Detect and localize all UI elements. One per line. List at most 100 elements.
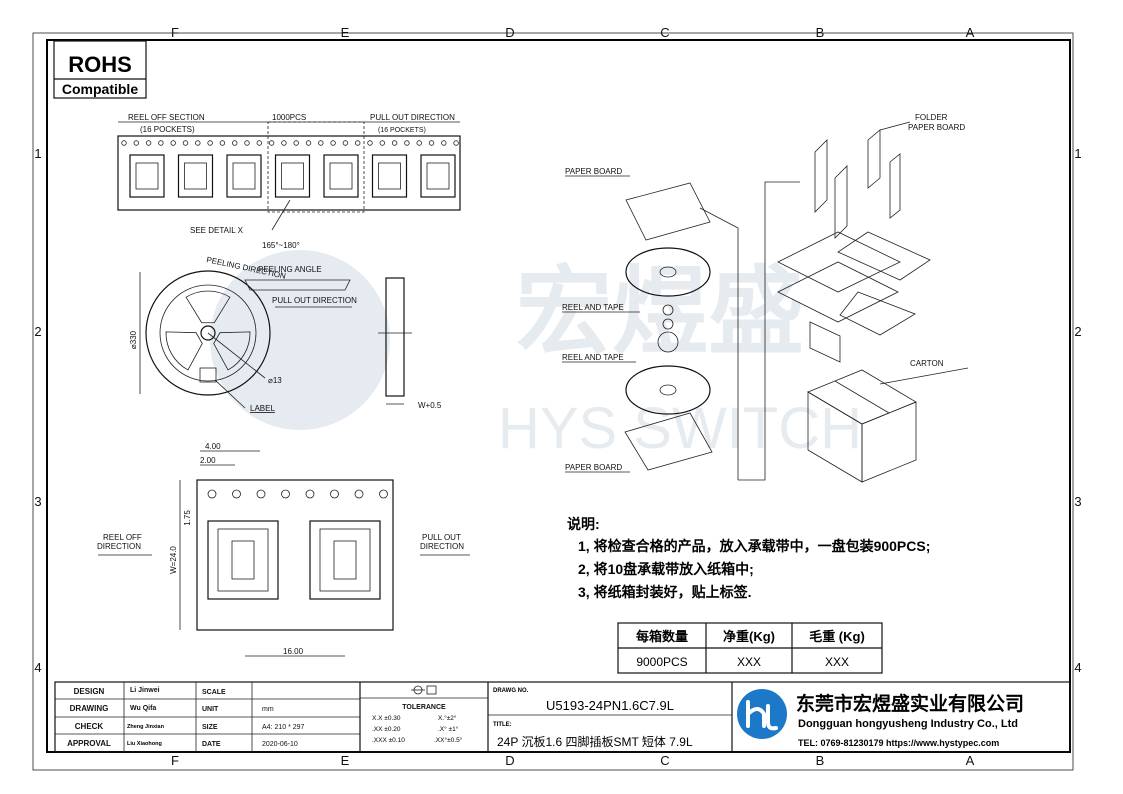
tb-unit-key: UNIT [202, 706, 219, 713]
tb-check-name: Zheng Jinxian [127, 724, 165, 730]
detail-connector [217, 528, 269, 592]
qty-header-gross: 毛重 (Kg) [809, 629, 865, 644]
sprocket-hole [158, 140, 164, 146]
zone-col: E [341, 25, 350, 40]
tape-pocket [274, 154, 311, 198]
zone-row: 2 [34, 324, 41, 339]
pull-out-direction-label: PULL OUT DIRECTION [370, 113, 455, 122]
detail-hole [207, 489, 217, 499]
qty-header-net: 净重(Kg) [723, 629, 775, 644]
detail-hole [281, 489, 290, 499]
carrier-tape: REEL OFF SECTION (16 POCKETS) 1000PCS PU… [117, 113, 461, 235]
company-contact: TEL: 0769-81230179 https://www.hystypec.… [798, 738, 999, 748]
tolerance-title: TOLERANCE [402, 704, 446, 711]
zone-col: C [660, 753, 669, 768]
zone-col: E [341, 753, 350, 768]
zone-col: B [816, 753, 825, 768]
tb-date-value: 2020-06-10 [262, 741, 298, 748]
tb-unit-value: mm [262, 706, 274, 713]
notes: 说明: 1, 将检查合格的产品，放入承载带中，一盘包装900PCS; 2, 将1… [567, 516, 930, 600]
connector-body [333, 540, 357, 580]
zone-col: F [171, 753, 179, 768]
sprocket-hole [244, 140, 250, 146]
sprocket-hole [330, 140, 336, 146]
dim-400: 4.00 [205, 442, 221, 451]
rohs-badge: ROHS Compatible [53, 40, 147, 99]
tb-drawing-name: Wu Qifa [130, 705, 156, 712]
sprocket-hole [355, 140, 361, 146]
zone-row: 4 [1074, 660, 1081, 675]
sprocket-hole [391, 140, 398, 146]
tol-3b: .XX°±0.5° [434, 736, 463, 744]
outer-border [32, 32, 1074, 771]
detail-hole [330, 489, 339, 499]
title-block: DESIGN DRAWING CHECK APPROVAL Li Jinwei … [54, 681, 1071, 753]
sprocket-hole [441, 140, 447, 146]
zone-row: 3 [34, 494, 41, 509]
sprocket-hole [281, 140, 287, 146]
sprocket-hole [256, 140, 262, 146]
label-callout: LABEL [250, 404, 275, 413]
pocket-part [184, 162, 207, 190]
qty-cell-net: XXX [737, 655, 761, 669]
tb-design: DESIGN [74, 687, 105, 696]
sprocket-hole [318, 140, 324, 146]
qty-cell-gross: XXX [825, 655, 849, 669]
reel-off-section-label: REEL OFF SECTION [128, 113, 205, 122]
tol-2a: .XX ±0.20 [372, 726, 401, 733]
dim-w: W=24.0 [169, 546, 178, 574]
open-box [777, 231, 931, 363]
watermark-en: HYS SWITCH [498, 396, 862, 461]
folder-paper-board: PAPER BOARD [908, 123, 965, 132]
reel-tape-1: REEL AND TAPE [562, 303, 624, 312]
zone-col: A [966, 753, 975, 768]
folders [814, 129, 901, 239]
hub-diameter: ⌀13 [268, 376, 282, 385]
zone-col: C [660, 25, 669, 40]
tb-drawing: DRAWING [70, 704, 109, 713]
title-label: TITLE: [493, 722, 512, 728]
paper-board-bottom: PAPER BOARD [565, 463, 622, 472]
zone-col: F [171, 25, 179, 40]
reel-window [185, 290, 231, 324]
qty-cell-count: 9000PCS [636, 655, 687, 669]
zone-row: 1 [34, 146, 41, 161]
tape-pocket [226, 154, 262, 198]
tb-date-key: DATE [202, 741, 221, 748]
qty-header-count: 每箱数量 [636, 629, 688, 644]
tb-check: CHECK [75, 722, 104, 731]
company-logo-icon [737, 689, 787, 739]
detail-hole [256, 489, 266, 499]
note-1: 1, 将检查合格的产品，放入承载带中，一盘包装900PCS; [578, 538, 930, 554]
detail-connector [319, 528, 371, 592]
dim-175: 1.75 [183, 510, 192, 526]
pull-out-direction-2: DIRECTION [420, 542, 464, 551]
tol-2b: .X° ±1° [438, 725, 459, 733]
pocket-part [232, 162, 256, 190]
note-3: 3, 将纸箱封装好，贴上标签. [578, 584, 751, 600]
tape-pocket [420, 154, 456, 198]
detail-pocket [309, 520, 381, 600]
zone-col: B [816, 25, 825, 40]
zone-col: D [505, 25, 514, 40]
pocket-part [426, 162, 450, 190]
reel-off-label: REEL OFF [103, 533, 142, 542]
drawing-no-label: DRAWG NO. [493, 688, 529, 694]
pull-out-label-2: PULL OUT [422, 533, 461, 542]
zone-row: 2 [1074, 324, 1081, 339]
detail-hole [232, 489, 241, 499]
zone-rows-left: 1 2 3 4 [34, 146, 41, 675]
sprocket-hole [268, 140, 275, 146]
detail-hole [379, 489, 388, 499]
reel-off-pockets-label: (16 POCKETS) [140, 125, 195, 134]
peeling-angle: PEELING ANGLE [258, 265, 322, 274]
sprocket-hole [207, 140, 213, 146]
tol-3a: .XXX ±0.10 [372, 737, 405, 744]
rohs-subtitle: Compatible [62, 81, 138, 97]
sprocket-hole [428, 140, 435, 146]
detail-x: 4.00 2.00 1.75 W=24.0 16.00 REEL OFF DIR… [97, 442, 470, 657]
reel-window [165, 331, 203, 371]
zone-rows-right: 1 2 3 4 [1074, 146, 1081, 675]
dim-200: 2.00 [200, 456, 216, 465]
reel-off-direction: DIRECTION [97, 542, 141, 551]
